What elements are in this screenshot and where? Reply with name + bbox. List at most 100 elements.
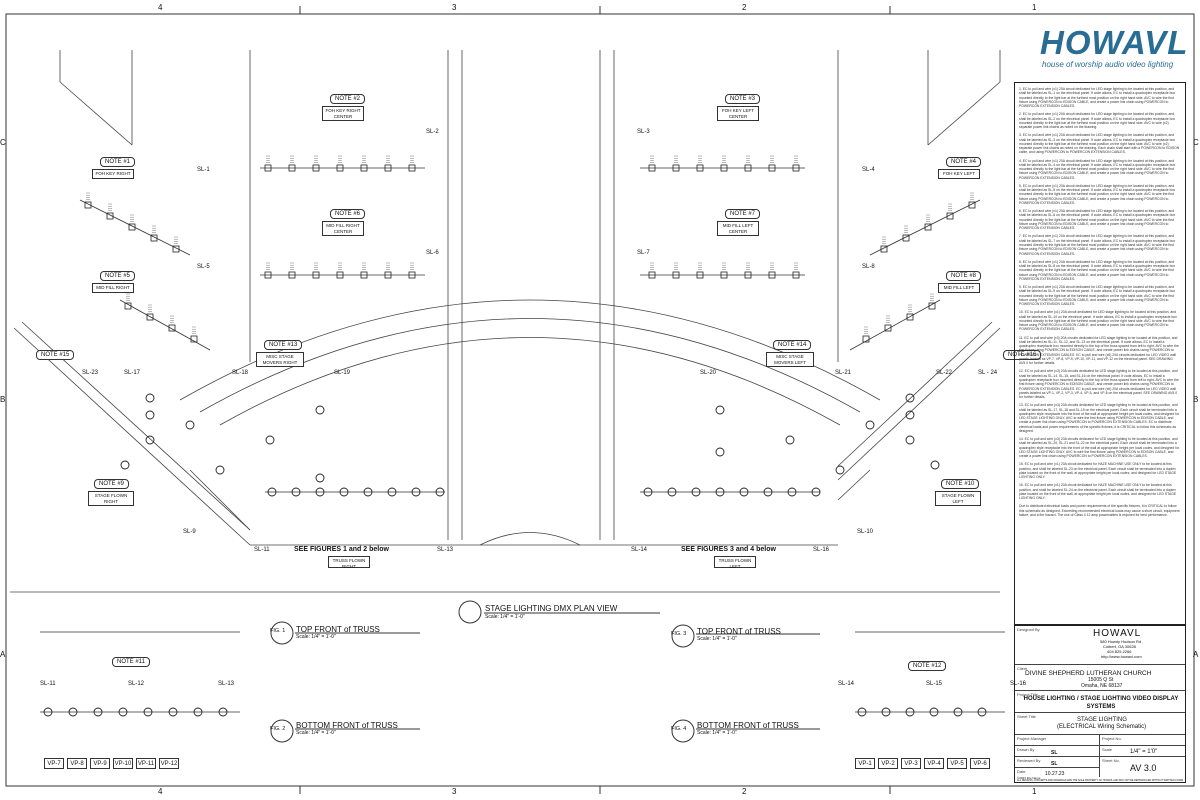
led-fixture-icon (336, 155, 344, 172)
circuit-sl-17: SL-17 (124, 370, 141, 376)
grid-row-b-left: B (0, 395, 6, 404)
scale-value: 1/4" = 1'0" (1130, 749, 1158, 755)
mover-fixture-icon (905, 435, 915, 445)
pm-label: Project Manager (1017, 736, 1047, 741)
circuit-sl-18: SL-18 (232, 370, 249, 376)
grid-row-c-left: C (0, 138, 6, 147)
note-15-tag: NOTE #15 (36, 350, 75, 360)
circuit-sl-12: SL-12 (128, 681, 145, 687)
led-fixture-icon (968, 192, 976, 209)
grid-col-3-bottom: 3 (452, 787, 457, 796)
truss-flown-left: TRUSS FLOWN LEFT (714, 556, 756, 569)
vp-11: VP-11 (136, 758, 156, 769)
circuit-sl-19: SL-19 (334, 370, 351, 376)
general-note: 15. EC to pull and wire (x1) 20A circuit… (1019, 462, 1177, 480)
note-10-desc: STAGE FLOWN LEFT (935, 491, 981, 506)
project-cell: Project Title HOUSE LIGHTING / STAGE LIG… (1015, 690, 1185, 712)
circuit-sl-7: SL-7 (637, 250, 650, 256)
note-16-tag: NOTE #16 (1003, 350, 1042, 360)
circuit-sl-13: SL-13 (437, 547, 454, 553)
vp-2: VP-2 (878, 758, 898, 769)
sheet-title-line1: STAGE LIGHTING (1077, 717, 1127, 723)
mover-fixture-icon (905, 393, 915, 403)
sheet-title-line2: (ELECTRICAL Wiring Schematic) (1057, 724, 1147, 730)
led-fixture-icon (124, 293, 132, 310)
fig1-scale: Scale: 1/4" = 1'-0" (296, 634, 336, 640)
note-7-desc: MID FILL LEFT CENTER (717, 221, 759, 236)
grid-col-3-top: 3 (452, 3, 457, 12)
note-4-desc: FOH KEY LEFT (938, 169, 980, 179)
note-2-desc: FOH KEY RIGHT CENTER (322, 106, 364, 121)
mover-fixture-icon (145, 435, 155, 445)
project-no-cell: Project No. (1100, 734, 1185, 745)
mover-fixture-icon (785, 435, 795, 445)
general-note: 5. EC to pull and wire (x1) 20A circuit … (1019, 183, 1176, 206)
circuit-sl-15: SL-15 (926, 681, 943, 687)
date-value: 10.27.23 (1045, 771, 1065, 777)
grid-col-2-bottom: 2 (742, 787, 747, 796)
mover-fixture-icon (315, 405, 325, 415)
circuit-sl-3: SL-3 (637, 129, 650, 135)
mover-fixture-icon (315, 473, 325, 483)
general-note: 11. EC to pull and wire (x3) 20A circuit… (1019, 335, 1179, 366)
truss-fixture-icon (857, 707, 867, 717)
client-label: Client (1017, 666, 1028, 671)
fig1-title: TOP FRONT of TRUSS (296, 625, 380, 634)
led-fixture-icon (862, 326, 870, 343)
led-fixture-icon (880, 236, 888, 253)
general-note: Due to distributed electrical loads and … (1019, 504, 1180, 517)
project-no-label: Project No. (1102, 736, 1122, 741)
general-note: 7. EC to pull and wire (x1) 20A circuit … (1019, 234, 1176, 256)
fig1-bubble (270, 621, 294, 645)
date-cell: Date 10.27.23 (1015, 767, 1100, 777)
reviewed-value: SL (1051, 761, 1058, 767)
truss-fixture-icon (291, 487, 301, 497)
grid-row-c-right: C (1193, 138, 1199, 147)
fig2-bubble (270, 719, 294, 743)
fig3-bubble (671, 624, 695, 648)
mover-fixture-icon (715, 447, 725, 457)
general-note: 8. EC to pull and wire (x1) 20A circuit … (1019, 259, 1176, 281)
fig2-title: BOTTOM FRONT of TRUSS (296, 721, 398, 730)
general-note: 2. EC to pull and wire (x1) 20A circuit … (1019, 112, 1176, 130)
led-fixture-icon (384, 262, 392, 279)
mover-fixture-icon (185, 420, 195, 430)
led-fixture-icon (792, 262, 800, 279)
note-13-desc: MISC STAGE MOVERS RIGHT (256, 352, 304, 367)
see-figures-3-4: SEE FIGURES 3 and 4 below (681, 546, 776, 553)
general-note: 4. EC to pull and wire (x1) 20A circuit … (1019, 158, 1176, 180)
circuit-sl-14-fig: SL-14 (838, 681, 855, 687)
grid-col-1-bottom: 1 (1032, 787, 1037, 796)
mover-fixture-icon (215, 465, 225, 475)
truss-fixture-icon (953, 707, 963, 717)
circuit-sl-14: SL-14 (631, 547, 648, 553)
fig2-scale: Scale: 1/4" = 1'-0" (296, 730, 336, 736)
sheet-no-label: Sheet No. (1102, 758, 1120, 763)
led-fixture-icon (696, 155, 704, 172)
circuit-sl-1: SL-1 (197, 167, 210, 173)
fig4-scale: Scale: 1/4" = 1'-0" (697, 730, 737, 736)
truss-fixture-icon (267, 487, 277, 497)
note-10-tag: NOTE #10 (941, 479, 980, 489)
led-fixture-icon (720, 262, 728, 279)
designed-by-cell: Designed By HOWAVL 580 Howdy Hudson Rd C… (1015, 626, 1185, 664)
led-fixture-icon (696, 262, 704, 279)
fig2-number: FIG. 2 (270, 726, 286, 732)
led-fixture-icon (768, 262, 776, 279)
led-fixture-icon (884, 315, 892, 332)
led-fixture-icon (744, 262, 752, 279)
date-label: Date (1017, 769, 1026, 774)
general-note: 6. EC to pull and wire (x1) 20A circuit … (1019, 209, 1176, 231)
title-block: Designed By HOWAVL 580 Howdy Hudson Rd C… (1014, 625, 1186, 783)
circuit-sl-5: SL-5 (197, 264, 210, 270)
led-fixture-icon (672, 155, 680, 172)
fixture-layer (40, 155, 1005, 717)
note-3-desc: FOH KEY LEFT CENTER (717, 106, 759, 121)
sheet-title-cell: Sheet Title STAGE LIGHTING (ELECTRICAL W… (1015, 712, 1185, 734)
circuit-sl-2: SL-2 (426, 129, 439, 135)
note-14-tag: NOTE #14 (773, 340, 812, 350)
led-fixture-icon (408, 262, 416, 279)
led-fixture-icon (384, 155, 392, 172)
truss-fixture-icon (339, 487, 349, 497)
howavl-logo: HOWAVL (1040, 24, 1189, 61)
